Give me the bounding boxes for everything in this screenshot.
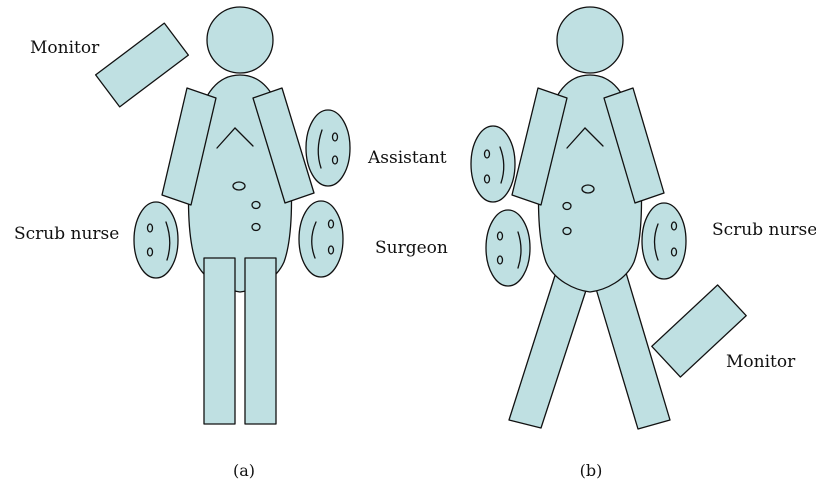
label-monitor-a: Monitor <box>30 38 100 58</box>
label-scrub-nurse-a: Scrub nurse <box>14 224 119 244</box>
caption-a: (a) <box>233 461 255 480</box>
label-surgeon-a: Surgeon <box>375 238 448 258</box>
scrub-nurse-a <box>134 202 178 278</box>
port-3-b <box>563 228 571 235</box>
port-3-a <box>252 224 260 231</box>
port-2-a <box>252 202 260 209</box>
port-1-b <box>582 185 594 193</box>
port-2-b <box>563 203 571 210</box>
port-1-a <box>233 182 245 190</box>
scrub-nurse-b <box>642 203 686 279</box>
panel-a: Monitor Assistant Scrub nurse Surgeon (a… <box>14 7 448 480</box>
surgeon-a <box>299 201 343 277</box>
label-monitor-b: Monitor <box>726 352 796 372</box>
caption-b: (b) <box>580 461 603 480</box>
monitor-a <box>96 23 189 107</box>
patient-head-b <box>557 7 623 73</box>
assistant-a <box>306 110 350 186</box>
patient-right-leg-a <box>245 258 276 424</box>
panel-b: Scrub nurse Monitor (b) <box>471 7 816 480</box>
patient-left-leg-a <box>204 258 235 424</box>
surgeon-upper-b <box>471 126 515 202</box>
label-assistant-a: Assistant <box>367 148 447 168</box>
assistant-lower-b <box>486 210 530 286</box>
patient-head-a <box>207 7 273 73</box>
label-scrub-nurse-b: Scrub nurse <box>712 220 816 240</box>
